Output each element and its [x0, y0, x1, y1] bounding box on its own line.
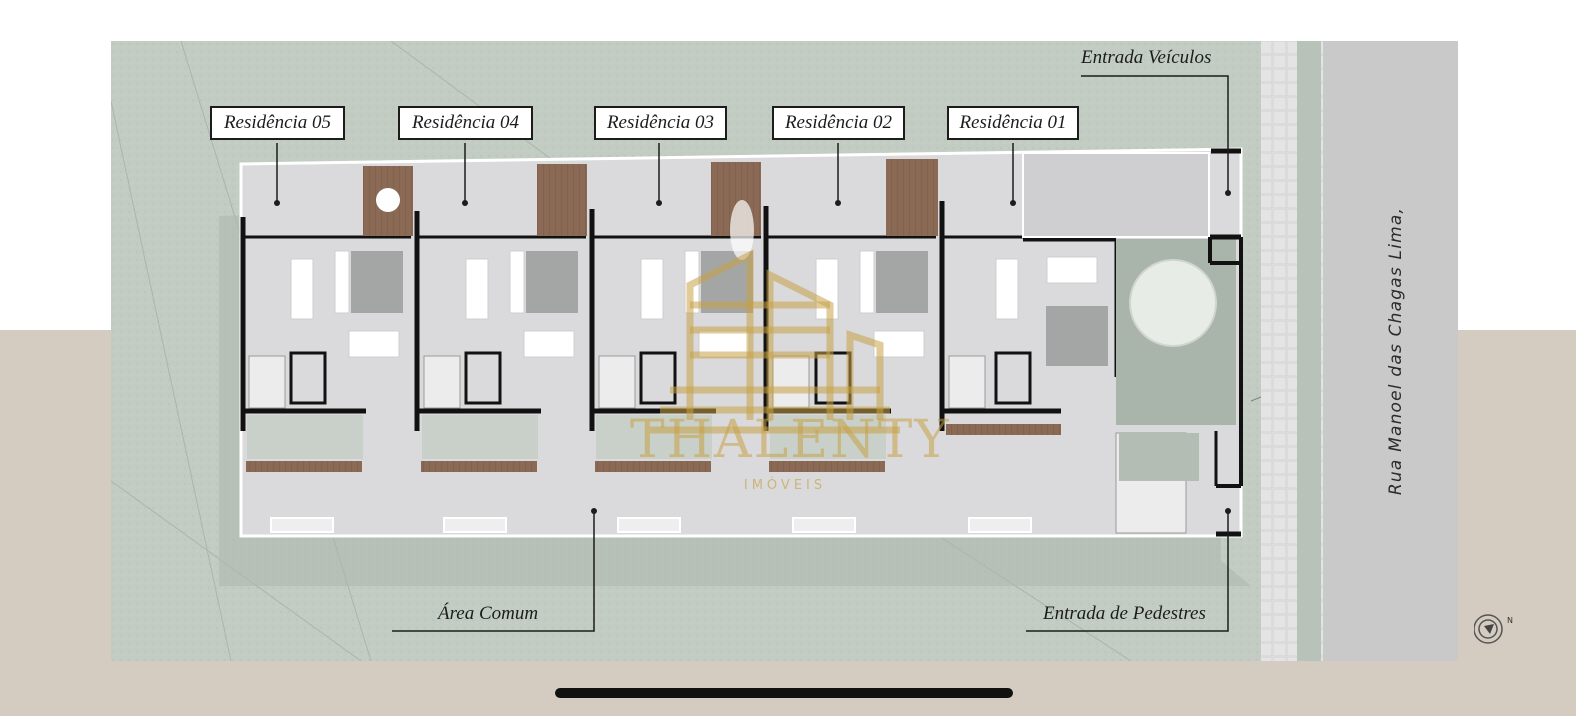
watermark-brand: THALENTY — [630, 410, 951, 470]
pedestrian-entrance-label: Entrada de Pedestres — [1043, 603, 1206, 624]
residence-05-label: Residência 05 — [210, 106, 345, 140]
common-area-label: Área Comum — [438, 603, 539, 624]
street-name-label: Rua Manoel das Chagas Lima, — [1335, 41, 1457, 661]
street-name-text: Rua Manoel das Chagas Lima, — [1386, 206, 1407, 496]
residence-01-label: Residência 01 — [947, 106, 1079, 140]
residence-02-label: Residência 02 — [772, 106, 905, 140]
home-indicator-bar[interactable] — [555, 688, 1013, 698]
compass-icon[interactable]: N — [1474, 612, 1518, 646]
background-strip — [1565, 0, 1576, 330]
vehicle-entrance-label: Entrada Veículos — [1081, 47, 1212, 68]
watermark-subtitle: IMÓVEIS — [743, 478, 827, 493]
floor-plan[interactable] — [111, 41, 1458, 661]
residence-03-label: Residência 03 — [594, 106, 727, 140]
compass-north-label: N — [1507, 616, 1513, 625]
residence-04-label: Residência 04 — [398, 106, 533, 140]
